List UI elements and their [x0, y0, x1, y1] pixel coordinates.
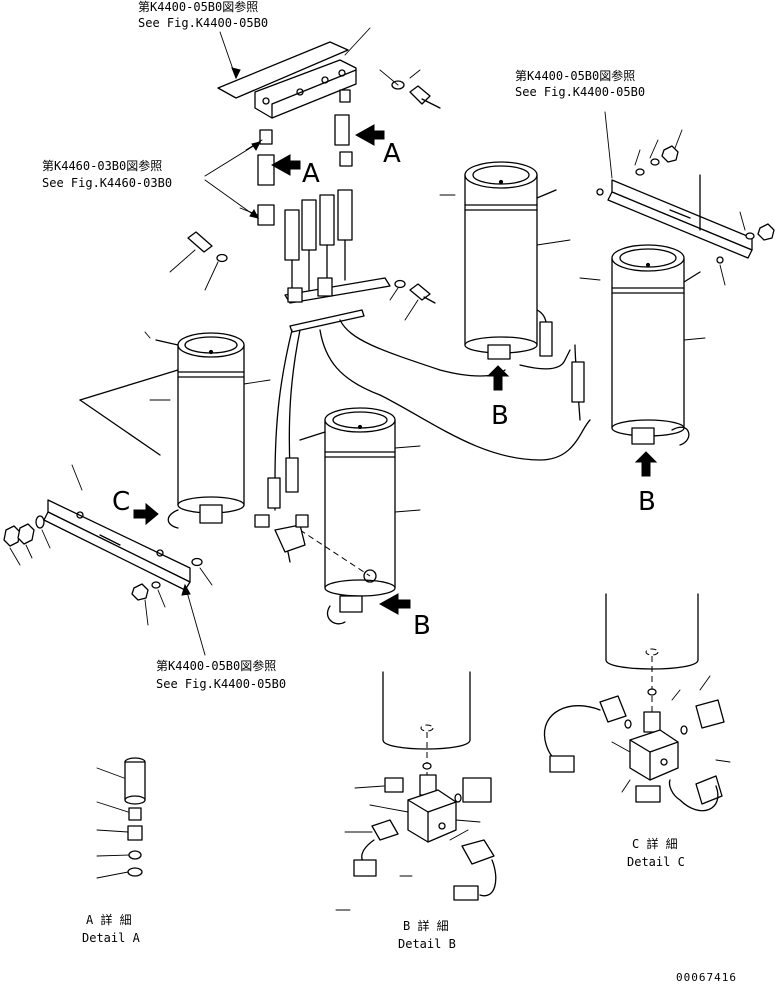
filter-canister-3 [144, 331, 271, 529]
bolt-washer-top [379, 69, 441, 109]
arrow-c: C [112, 487, 159, 526]
marker-b-2: B [638, 487, 656, 517]
ref-top-left-en: See Fig.K4400-05B0 [138, 16, 268, 30]
detail-b-en: Detail B [398, 937, 456, 951]
detail-b-drawing [335, 671, 497, 911]
bracket-bottom-left [43, 369, 191, 591]
ref-top-right-en: See Fig.K4400-05B0 [515, 85, 645, 99]
ref-top-right-jp: 第K4400-05B0図参照 [515, 68, 635, 83]
top-manifold-block [217, 27, 371, 119]
top-fittings [239, 89, 353, 226]
detail-a-caption: A 詳 細 Detail A [82, 912, 141, 945]
marker-b-1: B [491, 401, 509, 431]
arrow-a-left: A [270, 154, 320, 189]
bracket-top-right [596, 111, 753, 264]
bolt-left-stack [169, 231, 228, 291]
ref-top-left-jp: 第K4400-05B0図参照 [138, 0, 258, 14]
ref-mid-left-jp: 第K4460-03B0図参照 [42, 158, 162, 173]
nuts-washers-left [3, 464, 83, 566]
marker-a-right: A [383, 139, 401, 169]
arrow-b-3: B [378, 593, 431, 641]
nuts-washers-bottom [131, 557, 213, 626]
detail-c-caption: C 詳 細 Detail C [627, 836, 685, 869]
detail-b-jp: B 詳 細 [403, 918, 449, 933]
detail-a-en: Detail A [82, 931, 141, 945]
detail-c-en: Detail C [627, 855, 685, 869]
ref-bottom: 第K4400-05B0図参照 See Fig.K4400-05B0 [156, 583, 286, 691]
ref-bottom-en: See Fig.K4400-05B0 [156, 677, 286, 691]
marker-c-1: C [112, 487, 130, 517]
filter-canister-2 [579, 244, 706, 446]
drawing-number: 00067416 [676, 971, 737, 984]
marker-b-3: B [413, 611, 431, 641]
arrow-b-2: B [634, 451, 658, 517]
ref-top-right: 第K4400-05B0図参照 See Fig.K4400-05B0 [515, 68, 645, 99]
arrow-a-right: A [354, 124, 401, 169]
detail-a-jp: A 詳 細 [86, 912, 132, 927]
hose-sleeves [267, 321, 585, 509]
detail-b-caption: B 詳 細 Detail B [398, 918, 456, 951]
nuts-washers-right [634, 129, 775, 286]
detail-c-drawing [543, 593, 731, 812]
tee-block [254, 514, 309, 563]
bolt-right-stack [389, 279, 436, 321]
detail-a-drawing [96, 757, 146, 879]
marker-a-left: A [302, 159, 320, 189]
detail-c-jp: C 詳 細 [632, 836, 678, 851]
ref-bottom-jp: 第K4400-05B0図参照 [156, 658, 276, 673]
ref-mid-left: 第K4460-03B0図参照 See Fig.K4460-03B0 [42, 141, 261, 219]
filter-canister-4 [299, 407, 421, 625]
ref-top-left: 第K4400-05B0図参照 See Fig.K4400-05B0 [138, 0, 268, 80]
filter-canister-1 [439, 161, 571, 360]
valve-stack [284, 189, 391, 333]
ref-mid-left-en: See Fig.K4460-03B0 [42, 176, 172, 190]
arrow-b-1: B [486, 365, 510, 431]
